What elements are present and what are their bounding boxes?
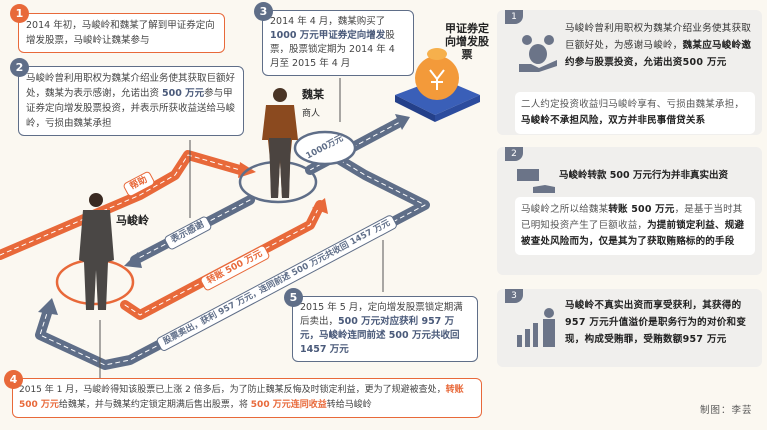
step-4-text-mid: 给魏某，并与魏某约定锁定期满后售出股票，将 (58, 400, 251, 410)
road-map (0, 48, 480, 378)
step-5-box: 2015 年 5 月，定向增发股票锁定期满后卖出，500 万元对应获利 957 … (292, 296, 478, 362)
growth-chart-person-icon (517, 308, 555, 347)
step-4-text: 2015 年 1 月，马峻岭得知该股票已上涨 2 倍多后，为了防止魏某反悔及时锁… (19, 385, 446, 395)
step-3-highlight: 1000 万元甲证券定向增发 (270, 30, 386, 41)
panel-2-note: 马峻岭之所以给魏某转账 500 万元，是基于当时其已明知投资产生了巨额收益，为提… (515, 197, 755, 255)
arrow-head (395, 114, 410, 130)
panel-number: 1 (505, 10, 523, 24)
step-2-highlight: 500 万元 (162, 88, 205, 99)
slate-road-return (35, 155, 430, 370)
arrow-head (38, 298, 58, 315)
stock-label: 甲证券定向增发股票 (445, 22, 489, 61)
step-4-badge: 4 (4, 370, 23, 389)
amount-circle (293, 130, 357, 166)
panel-1-text: 马峻岭曾利用职权为魏某介绍业务使其获取巨额好处，为感谢马峻岭，魏某应马峻岭邀约参… (565, 23, 752, 68)
step-5-highlight: 500 万元对应获利 957 万元，马峻岭连同前述 500 万元共收回 1457… (300, 316, 460, 355)
step-2-text-end: 参与甲证券定向增发股票投资，并表示所获收益送给马峻岭，亏损由魏某承担 (26, 88, 236, 129)
money-bag-icon (395, 48, 480, 122)
analysis-panel-1: 1 马峻岭曾利用职权为魏某介绍业务使其获取巨额好处，为感谢马峻岭，魏某应马峻岭邀… (497, 10, 762, 135)
transfer-hands-icon (517, 169, 555, 193)
arrow-head (312, 198, 328, 214)
panel-2-title: 马峻岭转款 500 万元行为并非真实出资 (559, 170, 728, 181)
panel-number: 3 (505, 289, 523, 303)
step-1-box: 2014 年初，马峻岭和魏某了解到甲证券定向增发股票，马峻岭让魏某参与 (18, 13, 225, 53)
step-2-box: 马峻岭曾利用职权为魏某介绍业务使其获取巨额好处，魏某为表示感谢，允诺出资 500… (18, 66, 244, 136)
analysis-panel-3: 3 马峻岭不真实出资而享受获利，其获得的 957 万元升值溢价是职务行为的对价和… (497, 289, 762, 367)
step-5-badge: 5 (284, 288, 303, 307)
step-2-badge: 2 (10, 58, 29, 77)
arrow-head (124, 252, 142, 268)
analysis-panel-2: 2 马峻岭转款 500 万元行为并非真实出资 马峻岭之所以给魏某转账 500 万… (497, 147, 762, 275)
panel-number: 2 (505, 147, 523, 161)
step-3-text: 2014 年 4 月，魏某购买了 (270, 16, 386, 27)
orange-road-help (0, 150, 245, 260)
step-2-text: 马峻岭曾利用职权为魏某介绍业务使其获取巨额好处，魏某为表示感谢，允诺出资 (26, 73, 236, 99)
wei-figure (262, 88, 298, 198)
ma-name: 马峻岭 (116, 214, 149, 227)
step-1-text: 2014 年初，马峻岭和魏某了解到甲证券定向增发股票，马峻岭让魏某参与 (26, 20, 215, 46)
panel-3-text: 马峻岭不真实出资而享受获利，其获得的 957 万元升值溢价是职务行为的对价和变现… (565, 300, 747, 345)
step-1-badge: 1 (10, 4, 29, 23)
wei-role: 商人 (302, 109, 321, 119)
step-4-highlight-2: 500 万元连同收益 (250, 400, 327, 410)
money-hands-icon (519, 35, 557, 72)
step-3-box: 2014 年 4 月，魏某购买了 1000 万元甲证券定向增发股票，股票锁定期为 … (262, 10, 414, 76)
step-4-box: 2015 年 1 月，马峻岭得知该股票已上涨 2 倍多后，为了防止魏某反悔及时锁… (12, 378, 482, 418)
ma-figure (79, 193, 114, 310)
step-4-text-end: 转给马峻岭 (326, 400, 372, 410)
credit: 制图：李芸 (700, 405, 753, 416)
step-3-text-end: 股票，股票锁定期为 2014 年 4 月至 2015 年 4 月 (270, 30, 395, 69)
step-3-badge: 3 (254, 2, 273, 21)
panel-1-note: 二人约定投资收益归马峻岭享有、亏损由魏某承担，马峻岭不承担风险，双方并非民事借贷… (515, 92, 755, 134)
step-5-text: 2015 年 5 月，定向增发股票锁定期满后卖出， (300, 302, 463, 327)
step-4-highlight-1: 转账 500 万元 (19, 385, 464, 410)
wei-name: 魏某 (302, 88, 324, 101)
